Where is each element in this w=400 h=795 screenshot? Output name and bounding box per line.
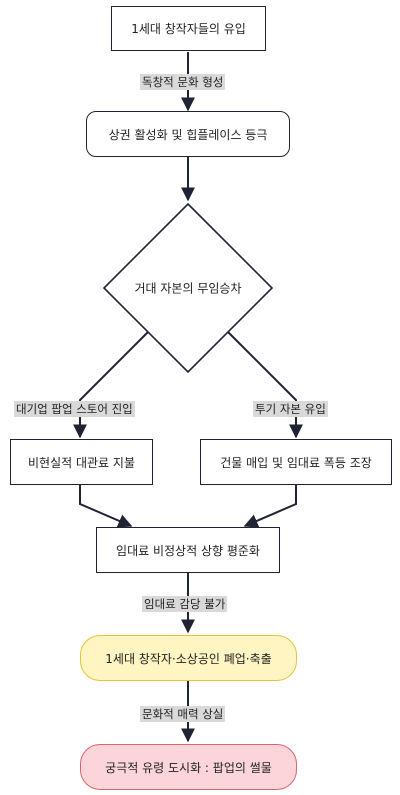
edge-n5-n6: [243, 484, 297, 528]
node-label: 궁극적 유령 도시화 : 팝업의 썰물: [105, 760, 272, 775]
edge-n4-n6: [79, 484, 133, 528]
node-building-purchase-rent-spike: 건물 매입 및 임대료 폭등 조장: [200, 439, 392, 485]
decision-diamond: [102, 202, 274, 374]
node-label: 비현실적 대관료 지불: [28, 455, 135, 470]
node-label: 상권 활성화 및 힙플레이스 등극: [108, 127, 268, 142]
node-label: 1세대 창작자·소상공인 폐업·축출: [105, 651, 272, 666]
edge-n3-n5: [227, 331, 303, 439]
edge-label-unique-culture: 독창적 문화 형성: [140, 74, 226, 90]
node-label: 1세대 창작자들의 유입: [131, 22, 246, 36]
node-first-gen-creators-inflow: 1세대 창작자들의 유입: [111, 6, 266, 51]
node-rent-leveling-up: 임대료 비정상적 상향 평준화: [96, 527, 280, 573]
node-unrealistic-rental-fee: 비현실적 대관료 지불: [10, 439, 153, 485]
edge-label-cultural-appeal-lost: 문화적 매력 상실: [140, 706, 226, 722]
edge-label-corporate-popup-entry: 대기업 팝업 스토어 진입: [14, 401, 135, 417]
edge-n3-n4: [73, 331, 149, 439]
node-closure-displacement: 1세대 창작자·소상공인 폐업·축출: [80, 635, 297, 681]
node-label: 임대료 비정상적 상향 평준화: [116, 543, 260, 558]
node-ghost-town-popup-ebb: 궁극적 유령 도시화 : 팝업의 썰물: [80, 744, 297, 790]
edge-label-rent-unaffordable: 임대료 감당 불가: [142, 596, 228, 612]
node-district-revival-hotplace: 상권 활성화 및 힙플레이스 등극: [86, 111, 290, 157]
decision-label-capital-freeride: 거대 자본의 무임승차: [134, 281, 242, 296]
node-label: 건물 매입 및 임대료 폭등 조장: [220, 455, 372, 470]
edge-label-speculative-capital: 투기 자본 유입: [253, 401, 328, 417]
